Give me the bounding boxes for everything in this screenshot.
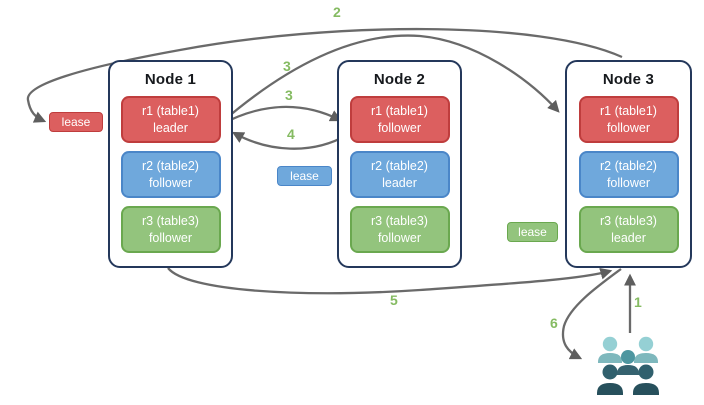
step-label-5: 5 xyxy=(390,292,398,308)
replica-name: r2 (table2) xyxy=(600,159,657,174)
node-2-replica-r1: r1 (table1) follower xyxy=(349,96,450,143)
replica-name: r3 (table3) xyxy=(371,214,428,229)
replica-role: follower xyxy=(377,120,422,135)
arrow-step5 xyxy=(167,267,613,295)
users-group-icon xyxy=(597,336,659,395)
replica-role: follower xyxy=(377,230,422,245)
node-3-title: Node 3 xyxy=(602,71,655,88)
replica-name: r2 (table2) xyxy=(371,159,428,174)
user-front-left xyxy=(597,364,623,395)
replica-role: leader xyxy=(153,120,188,135)
replica-role: follower xyxy=(606,120,651,135)
arrow-step3b xyxy=(221,105,343,126)
step-label-1: 1 xyxy=(634,294,642,310)
node-1-replica-r1: r1 (table1) leader xyxy=(120,96,221,143)
replica-name: r3 (table3) xyxy=(600,214,657,229)
node-3-replica-r2: r2 (table2) follower xyxy=(578,151,679,198)
node-3-replica-r1: r1 (table1) follower xyxy=(578,96,679,143)
step-label-6: 6 xyxy=(550,315,558,331)
node-1-replica-r3: r3 (table3) follower xyxy=(120,206,221,253)
user-back-right xyxy=(634,336,658,363)
replica-name: r3 (table3) xyxy=(142,214,199,229)
node-1-replica-r2: r2 (table2) follower xyxy=(120,151,221,198)
replica-role: follower xyxy=(148,230,193,245)
step-label-4: 4 xyxy=(287,126,295,142)
node-3: Node 3 r1 (table1) follower r2 (table2) … xyxy=(565,60,692,268)
step-label-3a: 3 xyxy=(283,58,291,74)
replica-role: follower xyxy=(148,175,193,190)
replica-name: r2 (table2) xyxy=(142,159,199,174)
step-label-2: 2 xyxy=(333,4,341,20)
replica-role: follower xyxy=(606,175,651,190)
step-label-3b: 3 xyxy=(285,87,293,103)
user-front-right xyxy=(633,364,659,395)
lease-badge-red: lease xyxy=(49,112,103,132)
lease-badge-blue: lease xyxy=(277,166,332,186)
node-2: Node 2 r1 (table1) follower r2 (table2) … xyxy=(337,60,462,268)
user-middle xyxy=(617,350,639,375)
node-1: Node 1 r1 (table1) leader r2 (table2) fo… xyxy=(108,60,233,268)
node-1-title: Node 1 xyxy=(144,71,197,88)
replica-role: leader xyxy=(611,230,646,245)
node-3-replica-r3: r3 (table3) leader xyxy=(578,206,679,253)
replica-name: r1 (table1) xyxy=(142,104,199,119)
node-2-title: Node 2 xyxy=(373,71,426,88)
node-2-replica-r3: r3 (table3) follower xyxy=(349,206,450,253)
lease-badge-green: lease xyxy=(507,222,558,242)
replica-role: leader xyxy=(382,175,417,190)
user-back-left xyxy=(598,336,622,363)
replica-name: r1 (table1) xyxy=(600,104,657,119)
replica-name: r1 (table1) xyxy=(371,104,428,119)
node-2-replica-r2: r2 (table2) leader xyxy=(349,151,450,198)
